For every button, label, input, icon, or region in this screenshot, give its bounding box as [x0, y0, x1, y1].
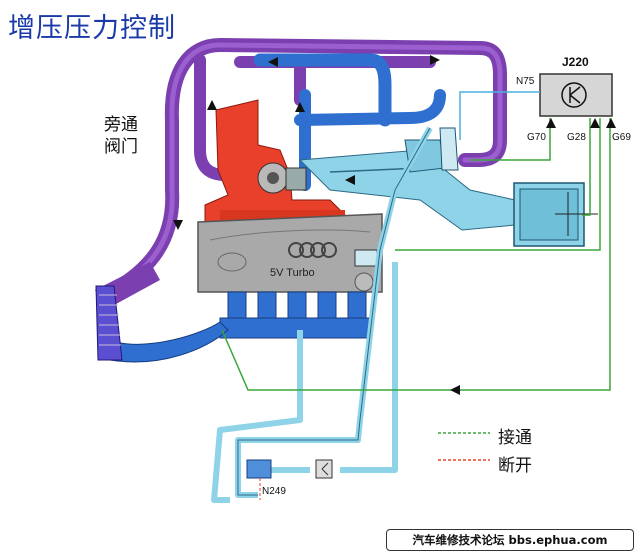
turbo-wheel: [257, 162, 307, 194]
n75-signal-line: [459, 91, 540, 140]
light-blue-duct: [298, 127, 516, 231]
flow-arrows: [173, 55, 616, 395]
legend-connected-label: 接通: [498, 428, 532, 448]
pin-g69: G69: [612, 132, 631, 143]
page-title: 增压压力控制: [8, 13, 176, 44]
n249-label: N249: [262, 486, 286, 497]
legend-disconnected-label: 断开: [498, 456, 532, 476]
air-filter-box: [513, 182, 598, 247]
ecu-j220: [539, 73, 613, 117]
intake-manifold: [109, 291, 373, 363]
pin-n75: N75: [516, 76, 535, 87]
ecu-label: J220: [562, 55, 589, 69]
pin-g70: G70: [527, 132, 546, 143]
n249-valve: [246, 459, 333, 479]
engine-block: [197, 213, 383, 293]
intercooler: [95, 285, 123, 361]
vacuum-lines-outline: [237, 127, 431, 496]
bypass-valve-label: 旁通 阀门: [104, 115, 138, 157]
forum-watermark: 汽车维修技术论坛 bbs.ephua.com: [386, 529, 634, 551]
pin-g28: G28: [567, 132, 586, 143]
engine-label: 5V Turbo: [270, 267, 315, 279]
green-signal-lines: [221, 118, 611, 391]
